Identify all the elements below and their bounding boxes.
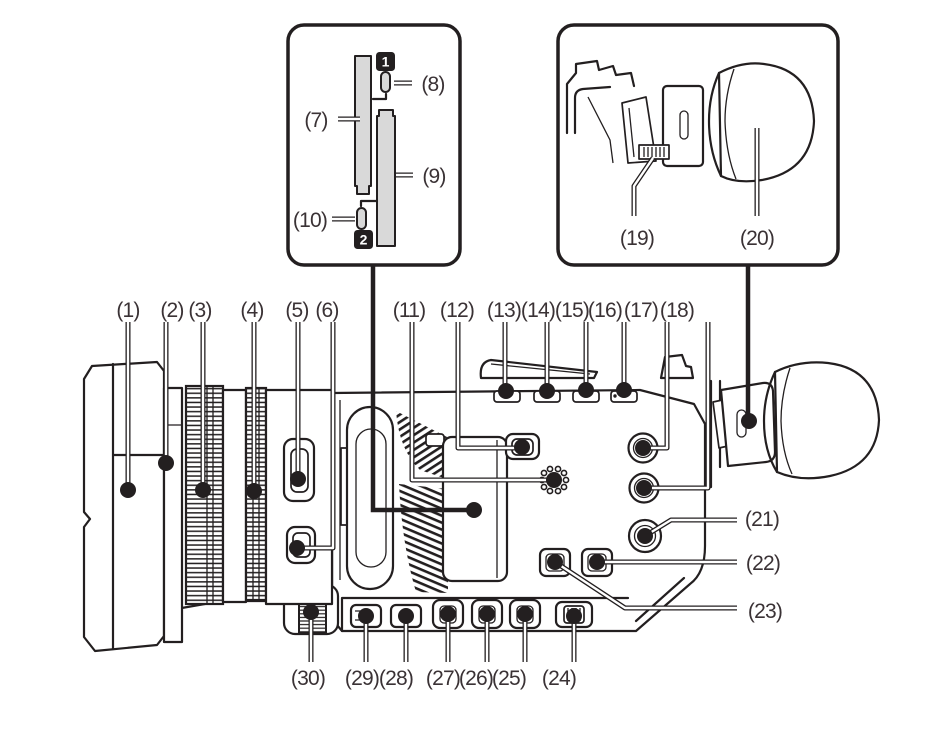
callout-label-24: (24) (542, 667, 576, 690)
callout-label-27: (27) (426, 667, 460, 690)
callout-label-22: (22) (746, 552, 780, 575)
inset-eyecup (717, 62, 816, 183)
top-handle-line (490, 363, 591, 375)
callout-label-12: (12) (440, 299, 474, 322)
eyecup (773, 361, 881, 480)
callout-label-4: (4) (240, 299, 263, 322)
viewfinder-assembly (709, 361, 881, 489)
card-slot-2 (376, 109, 396, 247)
slot2-badge-label: 2 (360, 232, 368, 248)
button-16-indicator (613, 394, 617, 398)
callout-label-9: (9) (422, 165, 445, 188)
callout-label-8: (8) (421, 73, 444, 96)
access-led-2 (356, 207, 367, 230)
callout-label-11: (11) (393, 299, 426, 322)
callout-label-19: (19) (620, 227, 654, 250)
slot2-badge (354, 230, 373, 249)
callout-label-2: (2) (160, 299, 183, 322)
callout-label-1: (1) (116, 299, 139, 322)
diopter-dial (638, 144, 670, 160)
inset-viewfinder (556, 23, 840, 267)
lens-ring-2 (162, 386, 184, 644)
callout-label-14: (14) (521, 299, 555, 322)
callout-label-26: (26) (459, 667, 493, 690)
slot1-badge-label: 1 (382, 54, 390, 70)
body-rear-inner-line (634, 576, 686, 623)
lens-barrel-a (221, 388, 248, 604)
callout-label-3: (3) (188, 299, 211, 322)
callout-label-28: (28) (379, 667, 413, 690)
callout-label-18: (18) (660, 299, 694, 322)
callout-label-10: (10) (293, 209, 327, 232)
leader-dots (120, 382, 757, 624)
inset-camera-back (565, 59, 636, 135)
callout-label-29: (29) (345, 667, 379, 690)
card-slot-inset-connector (370, 265, 474, 513)
callout-label-20: (20) (740, 227, 774, 250)
callout-label-13: (13) (487, 299, 521, 322)
speaker-grille (538, 465, 570, 495)
callout-label-15: (15) (555, 299, 589, 322)
slot1-badge (376, 52, 395, 71)
card-slot-1 (354, 55, 372, 195)
lens-hood (82, 360, 166, 653)
callout-label-21: (21) (745, 508, 779, 531)
callout-label-7: (7) (304, 109, 327, 132)
callout-label-16: (16) (588, 299, 622, 322)
callout-label-6: (6) (315, 299, 338, 322)
access-led-1 (380, 71, 391, 93)
lens-mount-ring (345, 405, 395, 591)
callout-label-23: (23) (748, 600, 782, 623)
callout-label-25: (25) (492, 667, 526, 690)
inset-vf-barrel (661, 84, 705, 168)
callout-labels: (1) (2) (3) (4) (5) (6) (11) (12) (13) (… (116, 73, 783, 690)
callout-label-5: (5) (285, 299, 308, 322)
card-door-hinge (425, 433, 445, 447)
callout-label-17: (17) (624, 299, 658, 322)
callout-label-30: (30) (291, 667, 325, 690)
